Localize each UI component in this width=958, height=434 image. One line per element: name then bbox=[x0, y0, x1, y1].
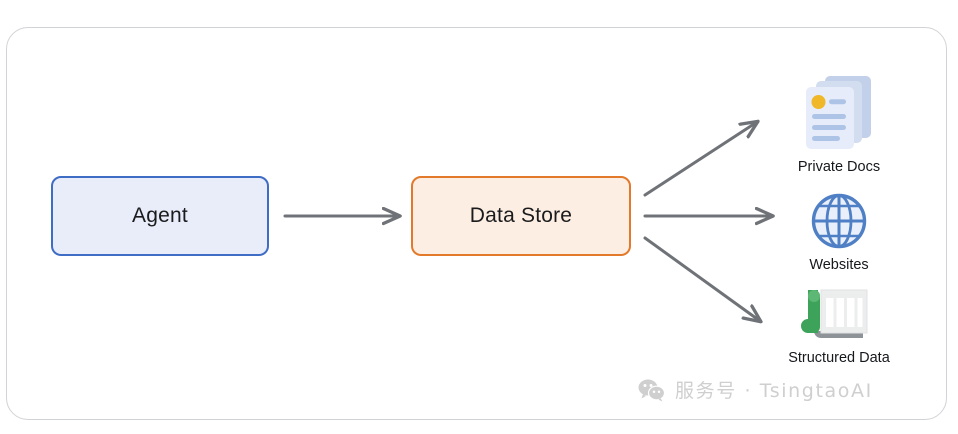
spreadsheet-icon bbox=[797, 285, 881, 343]
endpoint-private-docs-label: Private Docs bbox=[797, 159, 881, 175]
watermark: 服务号 · TsingtaoAI bbox=[638, 376, 873, 403]
wechat-icon bbox=[638, 378, 666, 402]
node-data-store[interactable]: Data Store bbox=[411, 176, 631, 256]
globe-icon bbox=[810, 192, 868, 250]
node-agent-label: Agent bbox=[132, 204, 188, 227]
endpoint-structured-data-label: Structured Data bbox=[788, 350, 890, 366]
endpoint-private-docs[interactable]: Private Docs bbox=[754, 72, 924, 175]
node-agent[interactable]: Agent bbox=[51, 176, 269, 256]
endpoint-websites[interactable]: Websites bbox=[754, 192, 924, 273]
watermark-text: 服务号 · TsingtaoAI bbox=[675, 380, 873, 402]
node-data-store-label: Data Store bbox=[469, 204, 573, 227]
stacked-documents-icon bbox=[798, 72, 880, 152]
endpoint-websites-label: Websites bbox=[809, 257, 869, 273]
endpoint-structured-data[interactable]: Structured Data bbox=[754, 285, 924, 366]
